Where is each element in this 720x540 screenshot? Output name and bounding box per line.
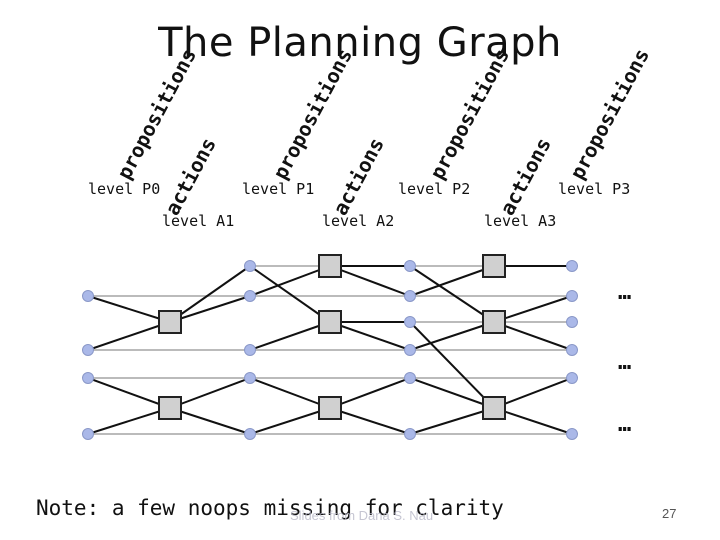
proposition-node-p1-5 xyxy=(244,428,256,440)
proposition-node-p2-3 xyxy=(404,316,416,328)
action-node-a1-2 xyxy=(158,396,182,420)
proposition-node-p2-2 xyxy=(404,290,416,302)
proposition-node-p2-6 xyxy=(404,428,416,440)
edge-line xyxy=(169,265,251,323)
action-node-a2-1 xyxy=(318,254,342,278)
action-node-a3-1 xyxy=(482,254,506,278)
action-node-a3-2 xyxy=(482,310,506,334)
ellipsis-row-2: … xyxy=(618,350,632,375)
edge-line xyxy=(87,321,171,351)
edge-line xyxy=(493,295,573,323)
edge-line xyxy=(87,407,171,435)
edge-line xyxy=(409,265,495,297)
level-label-a2: level A2 xyxy=(322,212,395,230)
edge-line xyxy=(409,321,495,409)
edge-line xyxy=(249,321,331,351)
proposition-node-p3-4 xyxy=(566,344,578,356)
edge-line xyxy=(329,265,411,297)
level-label-p3: level P3 xyxy=(558,180,631,198)
edge-line xyxy=(409,321,495,351)
proposition-node-p0-3 xyxy=(82,372,94,384)
edge-line xyxy=(169,377,251,409)
edge-line xyxy=(329,377,411,409)
edge-line xyxy=(169,407,251,435)
edge-line xyxy=(409,265,495,323)
action-node-a2-2 xyxy=(318,310,342,334)
watermark: Slides from Dana S. Nau xyxy=(290,508,434,523)
edge-line xyxy=(409,377,495,409)
proposition-node-p1-4 xyxy=(244,372,256,384)
proposition-node-p1-3 xyxy=(244,344,256,356)
ellipsis-row-1: … xyxy=(618,280,632,305)
edge-line xyxy=(493,407,573,435)
page-number: 27 xyxy=(662,506,677,521)
edge-line xyxy=(249,265,331,323)
proposition-node-p0-1 xyxy=(82,290,94,302)
proposition-node-p1-2 xyxy=(244,290,256,302)
edge-line xyxy=(493,321,573,351)
ellipsis-row-3: … xyxy=(618,412,632,437)
edge-line xyxy=(329,407,411,435)
edge-line xyxy=(409,407,495,435)
edge-line xyxy=(87,377,171,409)
proposition-node-p3-5 xyxy=(566,372,578,384)
level-label-p0: level P0 xyxy=(88,180,161,198)
slide-title: The Planning Graph xyxy=(158,20,562,66)
edge-line xyxy=(249,265,331,297)
level-label-p1: level P1 xyxy=(242,180,315,198)
edge-line xyxy=(493,377,573,409)
edge-line xyxy=(87,295,171,323)
proposition-node-p2-1 xyxy=(404,260,416,272)
action-node-a3-3 xyxy=(482,396,506,420)
edge-line xyxy=(169,295,251,323)
footnote: Note: a few noops missing for clarity xyxy=(36,496,504,520)
edge-line xyxy=(249,377,331,409)
action-node-a1-1 xyxy=(158,310,182,334)
edge-line xyxy=(329,321,411,351)
action-node-a2-3 xyxy=(318,396,342,420)
proposition-node-p2-5 xyxy=(404,372,416,384)
proposition-node-p1-1 xyxy=(244,260,256,272)
proposition-node-p0-2 xyxy=(82,344,94,356)
level-label-p2: level P2 xyxy=(398,180,471,198)
edge-line xyxy=(249,407,331,435)
proposition-node-p0-4 xyxy=(82,428,94,440)
proposition-node-p2-4 xyxy=(404,344,416,356)
level-label-a1: level A1 xyxy=(162,212,235,230)
level-label-a3: level A3 xyxy=(484,212,557,230)
proposition-node-p3-1 xyxy=(566,260,578,272)
proposition-node-p3-3 xyxy=(566,316,578,328)
proposition-node-p3-2 xyxy=(566,290,578,302)
proposition-node-p3-6 xyxy=(566,428,578,440)
